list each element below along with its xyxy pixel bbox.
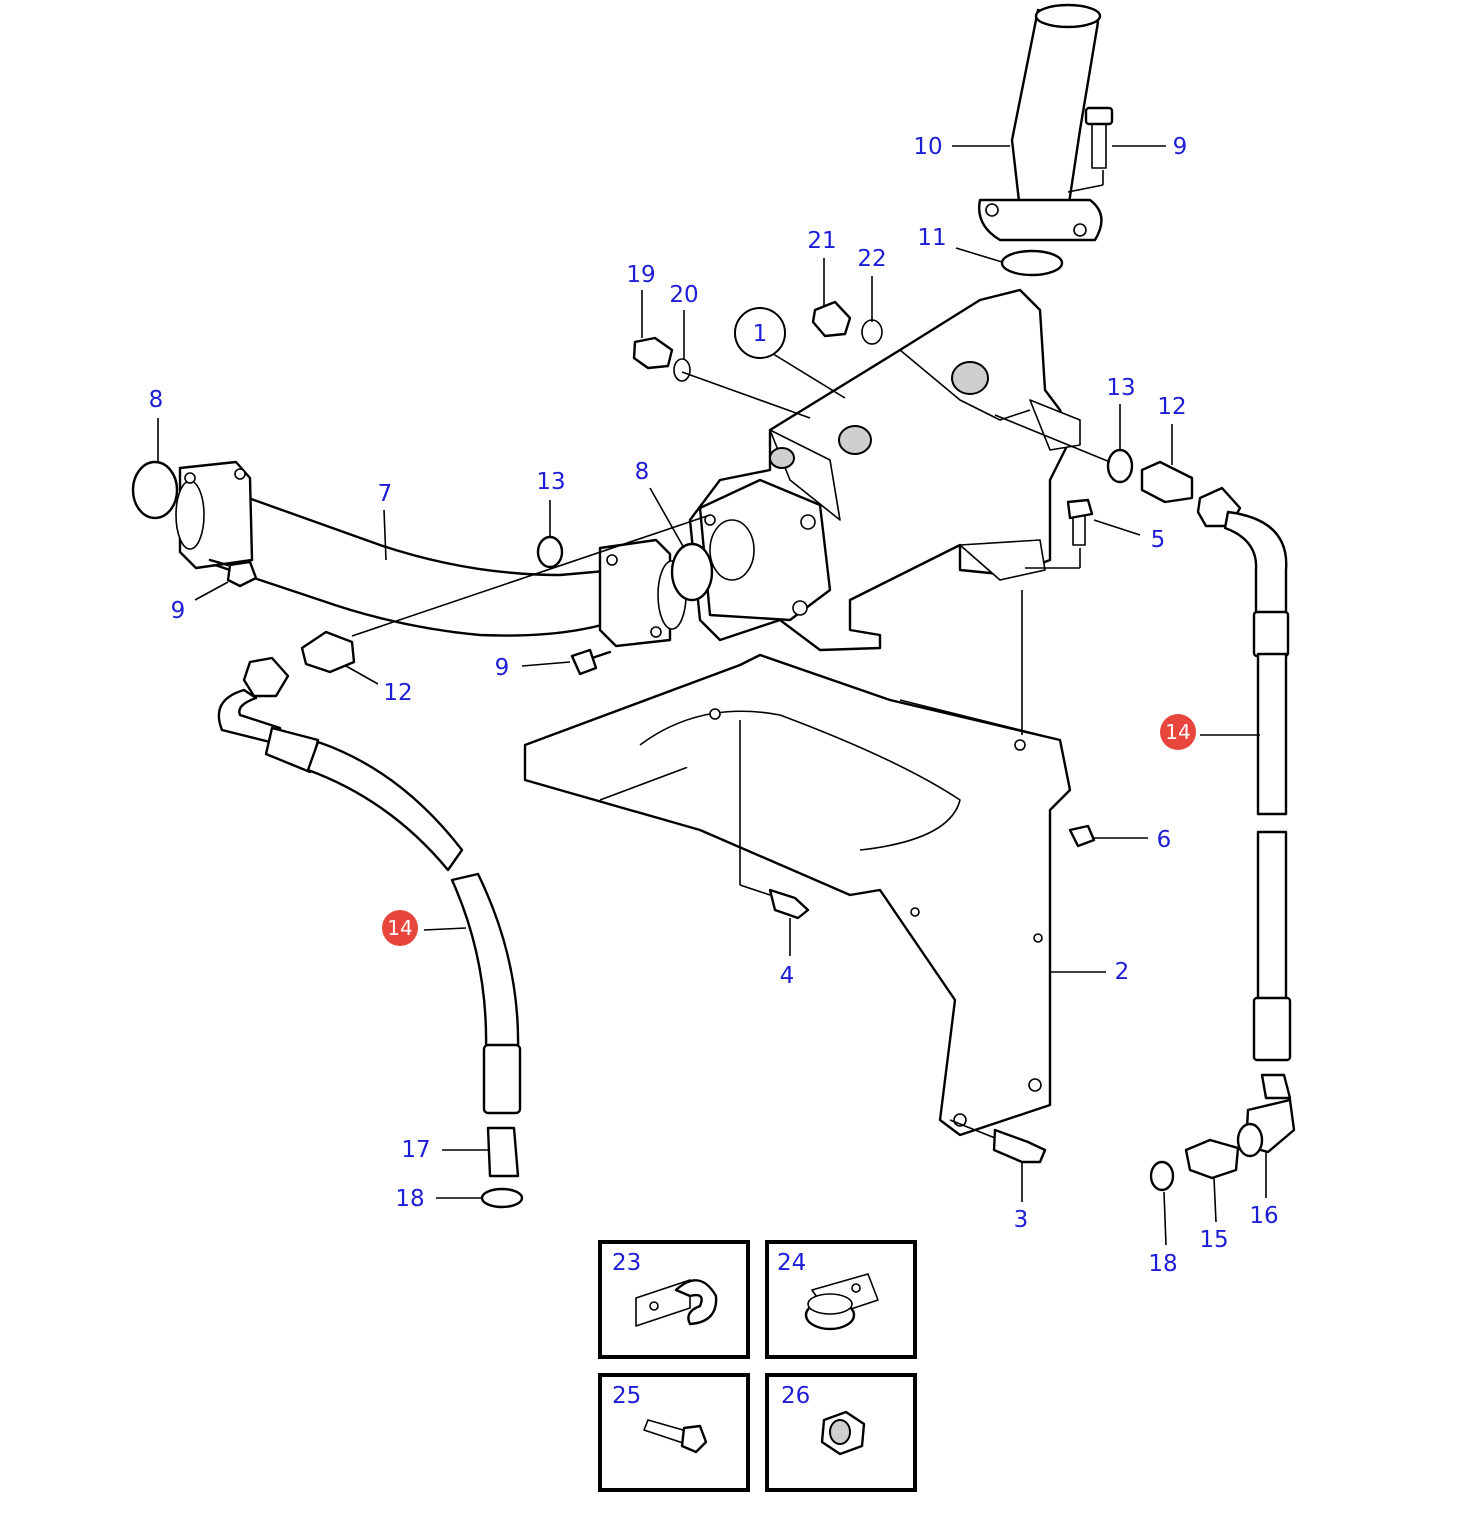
washer-part <box>536 535 564 569</box>
bolt-part <box>1021 498 1094 735</box>
highlight-badge <box>1160 714 1196 750</box>
o-ring-part <box>670 542 714 602</box>
callout-label: 5 <box>1151 527 1166 553</box>
callout-label: 3 <box>1014 1207 1029 1233</box>
callout-label: 12 <box>383 680 412 706</box>
fitting-part <box>300 514 711 674</box>
callout-label: 2 <box>1115 959 1130 985</box>
callout-label: 7 <box>378 481 393 507</box>
callout-label: 21 <box>807 228 836 254</box>
bolt-part <box>208 558 612 676</box>
plug-part <box>632 336 691 382</box>
callout-label: 6 <box>1157 827 1172 853</box>
highlight-badge <box>382 910 418 946</box>
callout-label: 9 <box>495 655 510 681</box>
callout-label: 17 <box>401 1137 430 1163</box>
inset-box-26: 26 <box>765 1373 917 1492</box>
leader-lines <box>157 145 1267 1246</box>
callout-label: 15 <box>1199 1227 1228 1253</box>
o-ring-part <box>131 460 179 520</box>
callout-label: 13 <box>536 469 565 495</box>
callout-label: 13 <box>1106 375 1135 401</box>
inset-label: 26 <box>781 1383 810 1409</box>
inset-label: 25 <box>612 1383 641 1409</box>
hose-part <box>1149 486 1296 1192</box>
callout-label: 22 <box>857 246 886 272</box>
pump-housing-part <box>688 288 1081 652</box>
plug-part <box>811 300 883 345</box>
main-assembly-marker <box>734 307 786 359</box>
callout-label: 10 <box>913 134 942 160</box>
inset-box-23: 23 <box>598 1240 750 1359</box>
outlet-pipe-part <box>175 460 687 648</box>
bracket-plate-part <box>523 653 1072 1137</box>
callout-label: 12 <box>1157 394 1186 420</box>
callout-label: 1 <box>753 321 768 347</box>
callout-label: 14 <box>387 916 412 940</box>
callout-label: 19 <box>626 262 655 288</box>
callout-label: 18 <box>1148 1251 1177 1277</box>
callout-label: 9 <box>1173 134 1188 160</box>
callout-label: 4 <box>780 963 795 989</box>
callout-label: 8 <box>149 387 164 413</box>
callout-label: 20 <box>669 282 698 308</box>
bolt-part <box>949 1119 1047 1164</box>
inset-label: 23 <box>612 1250 641 1276</box>
bolt-part <box>1067 106 1114 193</box>
callout-label: 14 <box>1165 720 1190 744</box>
callout-label: 8 <box>635 459 650 485</box>
callout-label: 9 <box>171 598 186 624</box>
bolt-part <box>739 720 810 920</box>
o-ring-part <box>1000 249 1064 277</box>
hose-part <box>217 656 524 1209</box>
callout-label: 18 <box>395 1186 424 1212</box>
nut-part <box>1068 824 1096 848</box>
callout-label: 11 <box>917 225 946 251</box>
inset-box-24: 24 <box>765 1240 917 1359</box>
callout-label: 16 <box>1249 1203 1278 1229</box>
inset-box-25: 25 <box>598 1373 750 1492</box>
inset-label: 24 <box>777 1250 806 1276</box>
elbow-pipe-part <box>978 3 1103 242</box>
